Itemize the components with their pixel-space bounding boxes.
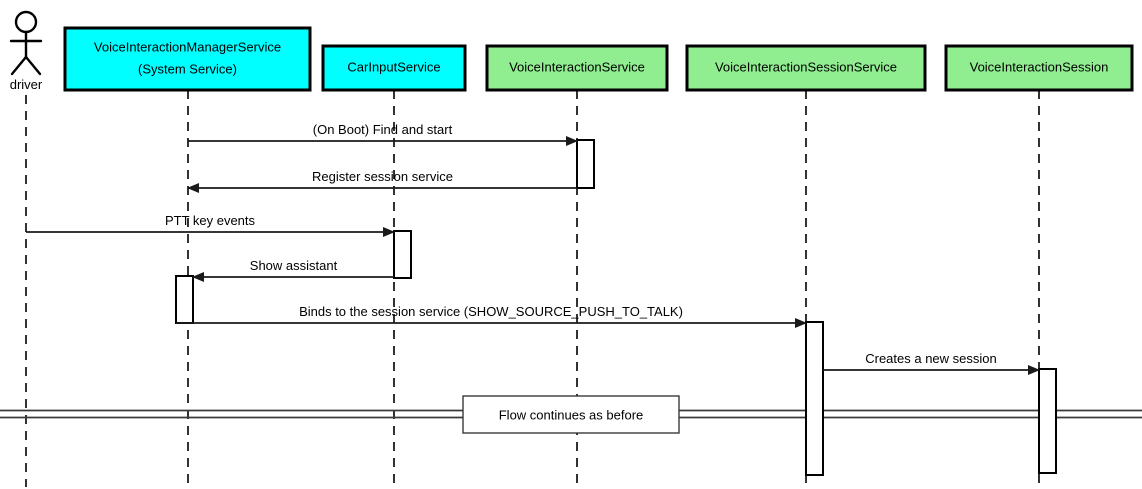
participant-box-visn [944,44,1134,92]
message-msg-6[interactable]: Creates a new session [823,351,1040,375]
participant-box-vims [63,26,312,92]
participant-label-vis: VoiceInteractionService [509,59,645,74]
message-label-msg-1: (On Boot) Find and start [313,122,453,137]
activation-bar-vims [175,275,194,324]
divider-label: Flow continues as before [499,408,644,423]
participant-label-viss: VoiceInteractionSessionService [715,59,897,74]
activations-group [175,139,1057,476]
message-msg-2[interactable]: Register session service [187,169,577,193]
participant-viss[interactable]: VoiceInteractionSessionService [685,44,927,92]
message-label-msg-2: Register session service [312,169,453,184]
actor-driver[interactable]: driver [10,10,43,92]
message-label-msg-4: Show assistant [250,258,338,273]
activation-bar-visn [1038,368,1057,474]
message-msg-5[interactable]: Binds to the session service (SHOW_SOURC… [176,304,807,328]
activation-bar-cis [393,230,412,279]
participant-label-visn: VoiceInteractionSession [970,59,1109,74]
message-msg-4[interactable]: Show assistant [192,258,394,282]
participant-box-cis [321,44,467,92]
message-msg-1[interactable]: (On Boot) Find and start [188,122,578,146]
message-label-msg-5: Binds to the session service (SHOW_SOURC… [299,304,683,319]
message-msg-3[interactable]: PTT key events [26,213,395,237]
participants-group: VoiceInteractionManagerService (System Se… [63,26,1134,92]
actor-driver-label: driver [10,77,43,92]
divider-box [462,395,680,434]
participant-visn[interactable]: VoiceInteractionSession [944,44,1134,92]
activation-bar-viss [805,321,824,476]
participant-sublabel-vims: (System Service) [138,61,237,76]
message-label-msg-6: Creates a new session [865,351,997,366]
divider-flow-continues: Flow continues as before [462,395,680,434]
participant-cis[interactable]: CarInputService [321,44,467,92]
activation-bar-vis [576,139,595,189]
participant-vis[interactable]: VoiceInteractionService [485,44,669,92]
participant-box-viss [685,44,927,92]
participant-label-cis: CarInputService [347,59,440,74]
message-label-msg-3: PTT key events [165,213,256,228]
participant-vims[interactable]: VoiceInteractionManagerService (System Se… [63,26,312,92]
participant-box-vis [485,44,669,92]
participant-label-vims: VoiceInteractionManagerService [94,39,281,54]
